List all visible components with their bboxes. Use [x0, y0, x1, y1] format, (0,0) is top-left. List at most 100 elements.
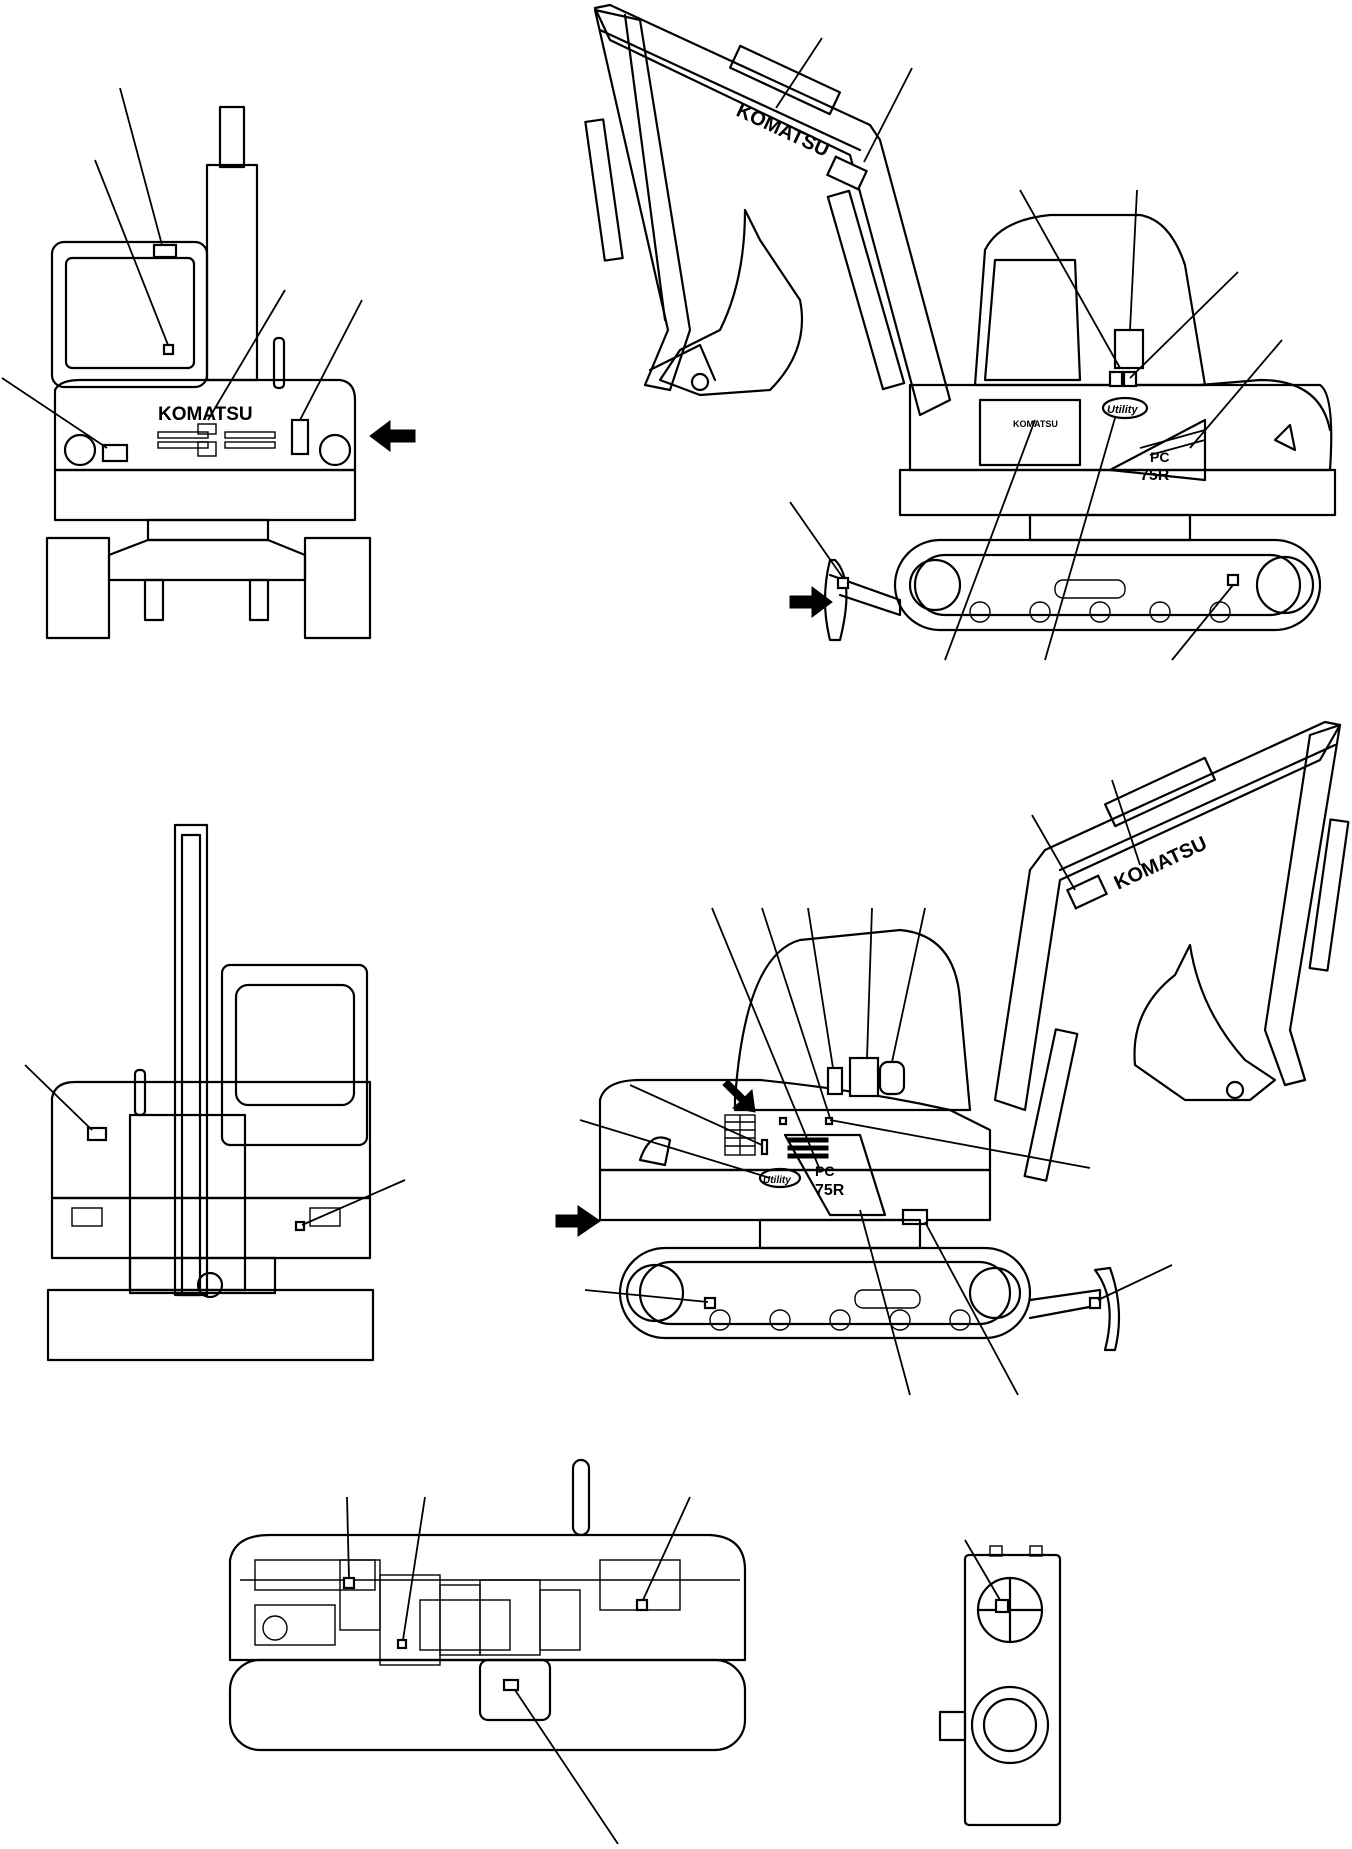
- detail-lower-port-inner: [982, 1697, 1038, 1753]
- arm-cylinder: [728, 44, 842, 116]
- front-view: KOMATSU: [1, 87, 416, 640]
- right-rear-lamp: [638, 1136, 672, 1167]
- track-frame-logo: [1054, 579, 1126, 599]
- detail-view: [938, 1539, 1062, 1827]
- leader-25: [629, 1084, 763, 1146]
- leader-22: [807, 907, 834, 1069]
- model-stripe: [1108, 418, 1207, 482]
- rear-cab: [220, 963, 369, 1147]
- leader-21: [761, 907, 831, 1119]
- decal-engine-1: [342, 1576, 356, 1590]
- right-track: [303, 536, 372, 640]
- left-track: [45, 536, 111, 640]
- leader-18: [1031, 814, 1076, 891]
- decal-cab-top: [152, 243, 178, 259]
- right-cab: [733, 928, 972, 1112]
- rear-blade: [46, 1288, 375, 1362]
- utility-badge-text: Utility: [1107, 404, 1138, 416]
- rear-cab-window: [234, 983, 356, 1107]
- decal-blade: [836, 576, 850, 590]
- leader-17: [301, 1179, 406, 1226]
- detail-tab-1: [989, 1545, 1003, 1557]
- leader-20: [711, 907, 821, 1171]
- rear-lamp-left: [71, 1207, 103, 1227]
- leader-23: [866, 907, 873, 1059]
- leader-2: [94, 159, 169, 346]
- arrow-right-icon: [369, 420, 416, 452]
- decal-right-boom: [1065, 874, 1109, 910]
- right-utility-badge: [758, 1167, 802, 1189]
- boom-cylinder-side: [826, 189, 906, 391]
- right-sprocket: [968, 1266, 1022, 1320]
- detail-lower-port: [970, 1685, 1050, 1765]
- rear-view: [24, 823, 406, 1362]
- decal-engine-4: [502, 1678, 520, 1692]
- engine-sump: [478, 1658, 552, 1722]
- right-bucket-pin: [1225, 1080, 1245, 1100]
- cab-logo-panel: [978, 398, 1082, 467]
- rear-arm-inner: [180, 833, 202, 1297]
- leader-10: [1129, 271, 1239, 379]
- blade-arm: [828, 573, 902, 617]
- track-frame: [107, 538, 307, 582]
- right-counterweight: [598, 1168, 992, 1222]
- track-rollers: [969, 601, 1231, 623]
- arm: [593, 8, 692, 392]
- boom-cylinder: [205, 163, 259, 382]
- decal-cab-1: [1113, 328, 1145, 370]
- front-counterweight: [53, 468, 357, 522]
- leader-33: [402, 1496, 426, 1641]
- decal-cab-window: [162, 343, 175, 356]
- leader-36: [964, 1539, 1001, 1601]
- right-bucket-cylinder: [1308, 818, 1350, 972]
- arrow-right-icon: [789, 586, 833, 618]
- leader-34: [642, 1496, 691, 1601]
- detail-side-fitting: [938, 1710, 967, 1742]
- right-boom: [993, 720, 1342, 1112]
- engine-exhaust-pipe: [571, 1458, 591, 1537]
- model-text-pc: PC: [1150, 449, 1169, 465]
- frame-leg-left: [143, 578, 165, 622]
- leader-30: [859, 1209, 911, 1396]
- leader-16: [24, 1064, 93, 1131]
- cab-door-window: [983, 258, 1082, 382]
- right-blade: [1093, 1266, 1121, 1352]
- rear-antenna: [133, 1068, 147, 1117]
- right-boom-inner: [1058, 743, 1337, 872]
- detail-tab-2: [1029, 1545, 1043, 1557]
- leader-11: [1189, 339, 1283, 449]
- engine-cover: [228, 1533, 747, 1662]
- engine-hood: [1198, 378, 1332, 432]
- right-arm-cylinder: [1103, 756, 1217, 828]
- cab-logo-text: KOMATSU: [1013, 419, 1058, 429]
- decal-right-cab-1: [826, 1066, 844, 1096]
- right-track-rollers: [709, 1309, 971, 1331]
- right-boom-logo: KOMATSU: [1111, 832, 1211, 894]
- leader-4: [299, 299, 363, 421]
- decal-boom: [825, 155, 869, 191]
- leader-19: [1111, 779, 1141, 866]
- boom-cylinder-rod: [218, 105, 246, 169]
- rear-arm: [173, 823, 209, 1297]
- bucket-cylinder: [584, 118, 624, 262]
- right-model-75r: 75R: [815, 1182, 845, 1199]
- bucket-pin: [690, 372, 710, 392]
- rear-lamp-right: [309, 1207, 341, 1227]
- right-boom-cylinder: [1023, 1028, 1079, 1182]
- leader-1: [119, 87, 163, 246]
- counterweight-side: [898, 468, 1337, 517]
- decal-engine-2: [396, 1638, 408, 1650]
- cab-side: [973, 213, 1207, 387]
- arm-inner: [623, 13, 667, 322]
- leader-5: [1, 377, 108, 449]
- right-light: [318, 433, 352, 467]
- cab-window: [64, 256, 196, 370]
- bucket: [658, 208, 804, 397]
- decal-right-cab-3: [878, 1060, 906, 1096]
- bucket-link: [648, 343, 717, 382]
- rear-pivot: [196, 1271, 224, 1299]
- rear-lamp: [1273, 423, 1297, 452]
- leader-14: [1044, 417, 1116, 661]
- decal-track-side: [1226, 573, 1240, 587]
